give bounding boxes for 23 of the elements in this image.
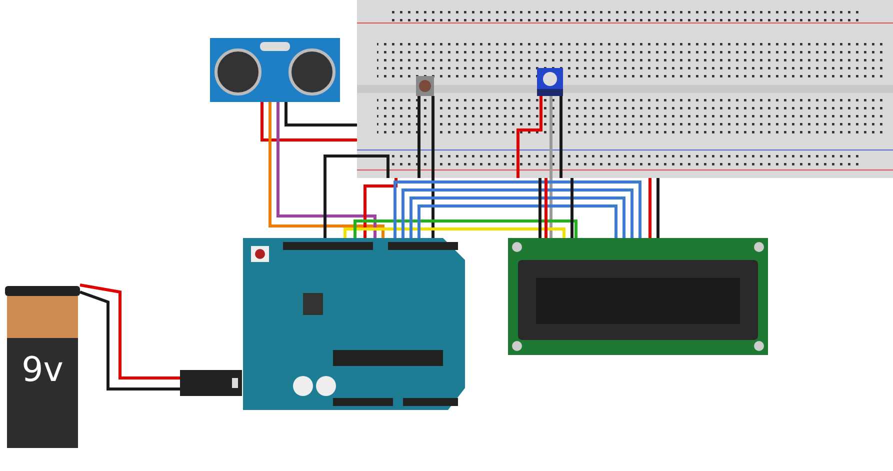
- wire: [560, 96, 562, 178]
- wire: [550, 96, 552, 238]
- wire: [648, 178, 652, 238]
- wire: [656, 178, 660, 238]
- wire: [410, 196, 626, 238]
- wire: [394, 180, 642, 238]
- wire: [418, 96, 420, 178]
- wire: [570, 178, 574, 238]
- wire: [516, 96, 542, 178]
- wire: [354, 220, 578, 238]
- wire: [402, 188, 634, 238]
- wire: [364, 178, 398, 238]
- battery-voltage-label: 9v: [20, 350, 64, 390]
- wire: [538, 178, 542, 238]
- wire: [544, 178, 548, 238]
- wire: [80, 290, 180, 390]
- wire: [284, 102, 357, 126]
- wire: [344, 228, 566, 238]
- wire: [432, 96, 434, 238]
- wire: [324, 154, 390, 238]
- wire: [418, 204, 618, 238]
- wire: [80, 284, 180, 380]
- wire: [260, 102, 357, 142]
